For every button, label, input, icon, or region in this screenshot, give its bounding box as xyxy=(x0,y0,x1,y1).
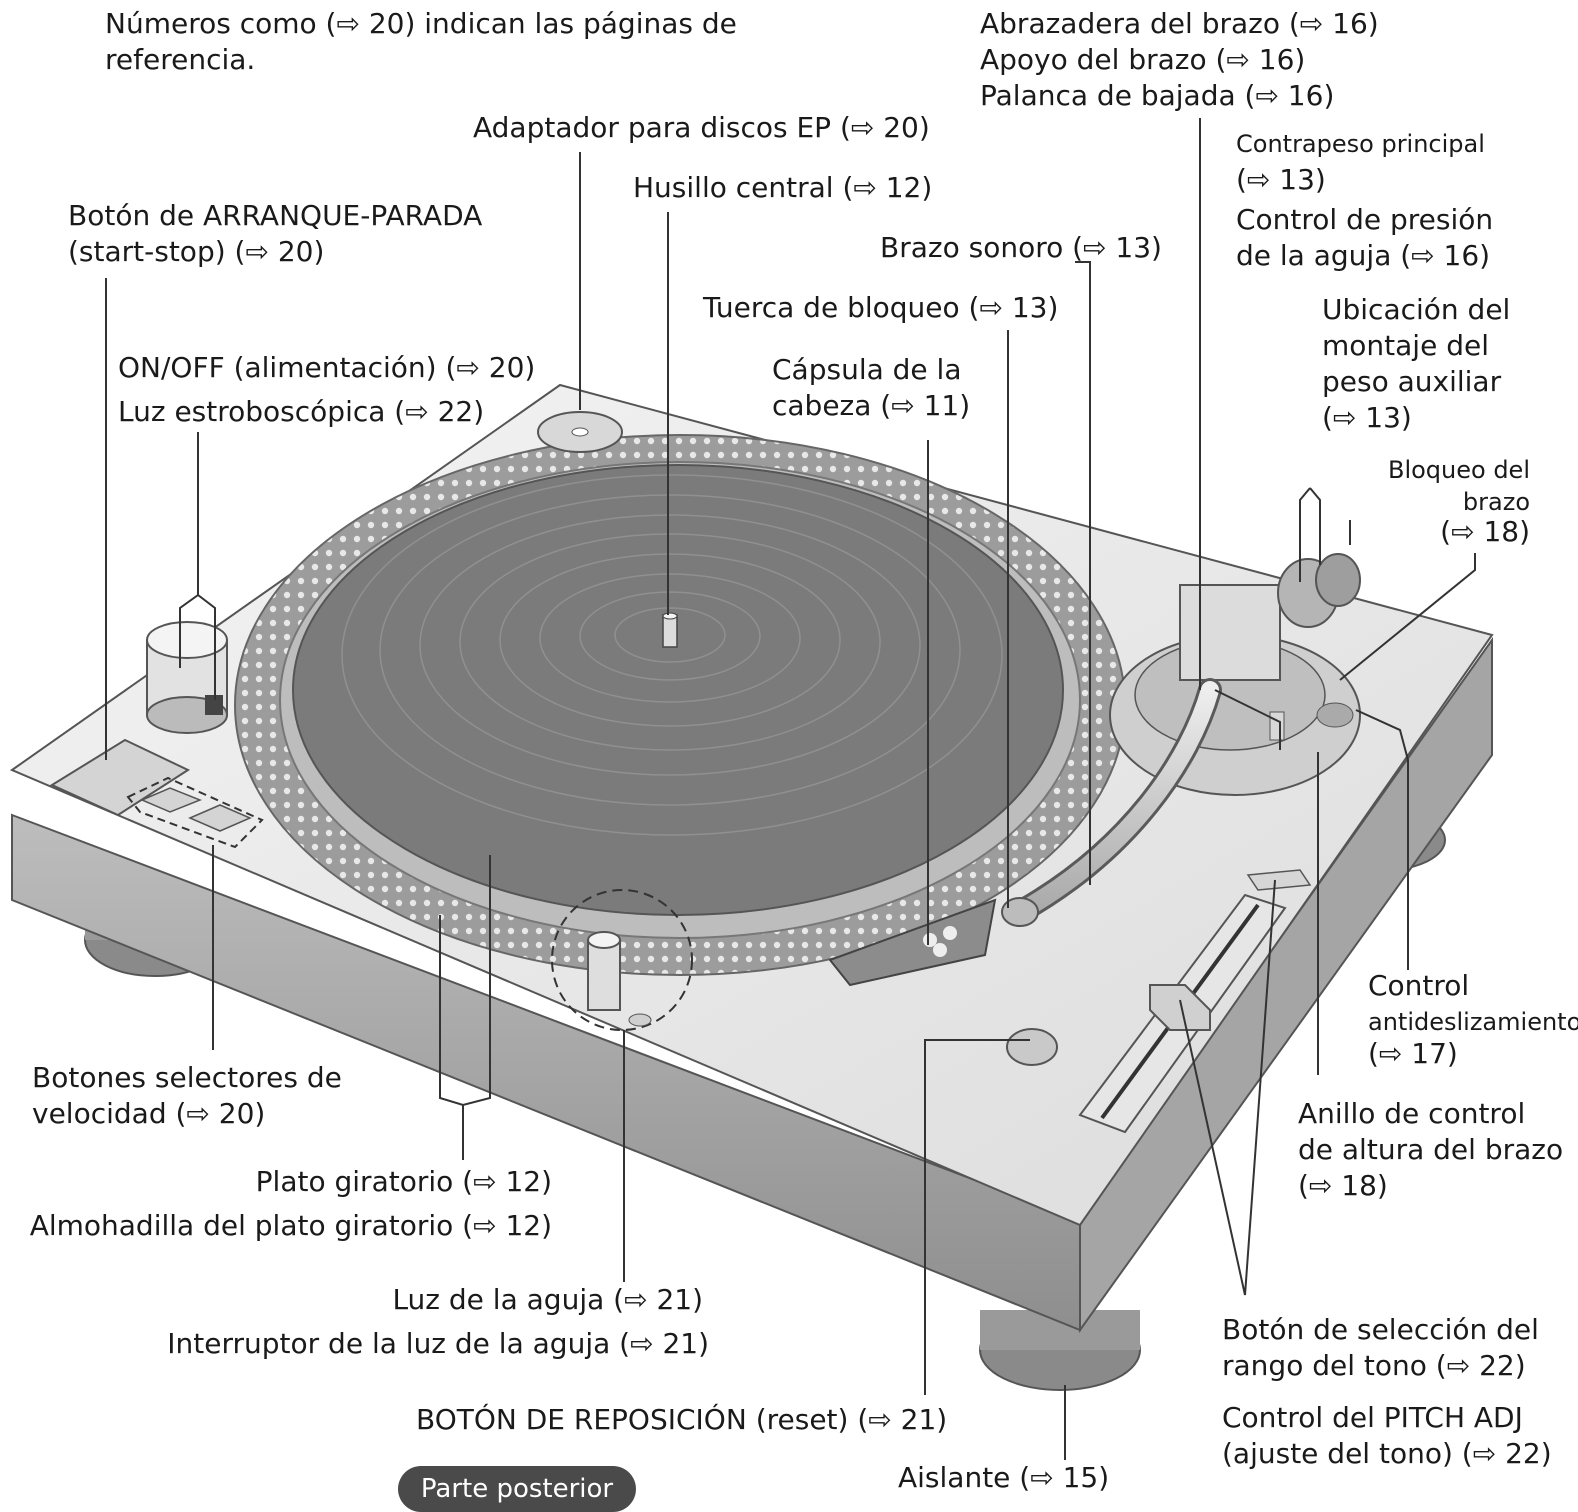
label-aux-weight-3: peso auxiliar xyxy=(1322,365,1502,398)
label-platter: Plato giratorio (⇨ 12) xyxy=(255,1165,552,1198)
intro-note-line2: referencia. xyxy=(105,43,256,76)
label-aux-weight-4: (⇨ 13) xyxy=(1322,401,1412,434)
label-lock-nut: Tuerca de bloqueo (⇨ 13) xyxy=(703,291,1059,324)
label-pitch-range-1: Botón de selección del xyxy=(1222,1313,1539,1346)
label-speed-select-2: velocidad (⇨ 20) xyxy=(32,1097,266,1130)
speed-buttons xyxy=(126,776,264,849)
label-arm-clamp: Abrazadera del brazo (⇨ 16) xyxy=(980,7,1379,40)
center-spindle xyxy=(662,614,678,648)
label-anti-skate-3: (⇨ 17) xyxy=(1368,1037,1458,1070)
headshell xyxy=(828,898,997,987)
rear-view-badge: Parte posterior xyxy=(398,1466,636,1512)
label-stylus-pressure-2: de la aguja (⇨ 16) xyxy=(1236,239,1491,272)
label-anti-skate-1: Control xyxy=(1368,969,1470,1002)
label-pitch-range-2: rango del tono (⇨ 22) xyxy=(1222,1349,1526,1382)
label-speed-select-1: Botones selectores de xyxy=(32,1061,342,1094)
label-arm-height-2: de altura del brazo xyxy=(1298,1133,1564,1166)
leader-lines xyxy=(105,118,1476,1460)
label-counterweight-2: (⇨ 13) xyxy=(1236,163,1326,196)
label-arm-lock-1: Bloqueo del xyxy=(1387,456,1530,484)
label-start-stop-2: (start-stop) (⇨ 20) xyxy=(68,235,325,268)
label-pitch-adj-1: Control del PITCH ADJ xyxy=(1222,1401,1523,1434)
label-tonearm: Brazo sonoro (⇨ 13) xyxy=(880,231,1162,264)
label-aux-weight-1: Ubicación del xyxy=(1322,293,1511,326)
label-stylus-light-switch: Interruptor de la luz de la aguja (⇨ 21) xyxy=(167,1327,709,1360)
power-knob xyxy=(146,621,228,734)
label-reset: BOTÓN DE REPOSICIÓN (reset) (⇨ 21) xyxy=(416,1403,948,1436)
reset-button xyxy=(1006,1028,1058,1066)
label-strobe: Luz estroboscópica (⇨ 22) xyxy=(118,395,485,428)
start-stop-button xyxy=(49,738,191,817)
label-arm-height-1: Anillo de control xyxy=(1298,1097,1526,1130)
stylus-light xyxy=(551,889,693,1031)
mat-grooves xyxy=(341,474,1003,836)
tonearm-base xyxy=(1109,553,1361,796)
label-pitch-adj-2: (ajuste del tono) (⇨ 22) xyxy=(1222,1437,1552,1470)
label-stylus-pressure-1: Control de presión xyxy=(1236,203,1494,236)
label-insulator: Aislante (⇨ 15) xyxy=(898,1461,1110,1494)
label-start-stop-1: Botón de ARRANQUE-PARADA xyxy=(68,199,483,232)
label-headshell-1: Cápsula de la xyxy=(772,353,962,386)
label-ep-adapter: Adaptador para discos EP (⇨ 20) xyxy=(473,111,930,144)
label-center-spindle: Husillo central (⇨ 12) xyxy=(633,171,933,204)
label-stylus-light: Luz de la aguja (⇨ 21) xyxy=(392,1283,703,1316)
label-arm-height-3: (⇨ 18) xyxy=(1298,1169,1388,1202)
label-arm-lock-3: (⇨ 18) xyxy=(1440,515,1530,548)
label-arm-rest: Apoyo del brazo (⇨ 16) xyxy=(980,43,1306,76)
label-on-off: ON/OFF (alimentación) (⇨ 20) xyxy=(118,351,536,384)
label-cue-lever: Palanca de bajada (⇨ 16) xyxy=(980,79,1335,112)
label-anti-skate-2: antideslizamiento xyxy=(1368,1008,1578,1036)
intro-note-line1: Números como (⇨ 20) indican las páginas … xyxy=(105,7,737,40)
label-aux-weight-2: montaje del xyxy=(1322,329,1489,362)
label-arm-lock-2: brazo xyxy=(1462,488,1530,516)
label-counterweight-1: Contrapeso principal xyxy=(1236,130,1485,158)
label-headshell-2: cabeza (⇨ 11) xyxy=(772,389,971,422)
label-platter-mat: Almohadilla del plato giratorio (⇨ 12) xyxy=(29,1209,552,1242)
platter-mat xyxy=(292,464,1064,916)
